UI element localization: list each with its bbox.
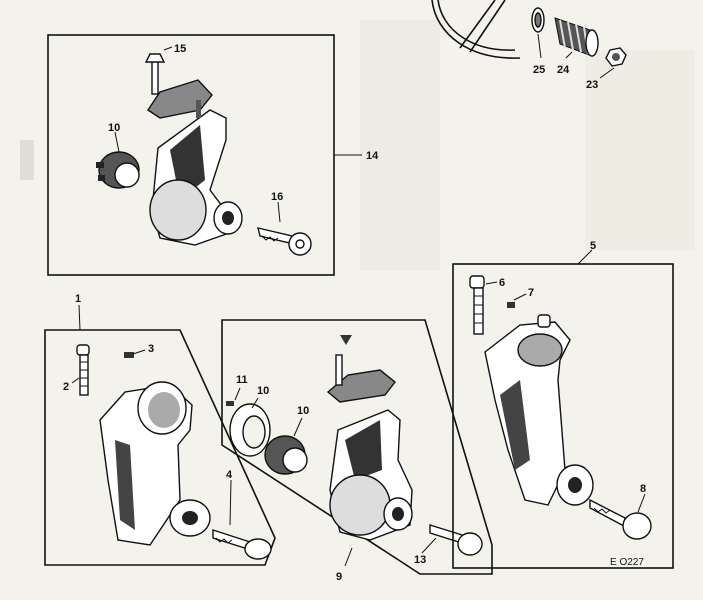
callout-11: 10 — [257, 385, 269, 397]
screw-icon — [124, 349, 146, 358]
bellows-icon — [554, 17, 599, 57]
key-icon-8 — [589, 498, 652, 540]
callout-7: 7 — [528, 287, 534, 299]
hex-nut-icon — [605, 47, 627, 67]
clamp-icon-mid — [326, 335, 396, 403]
housing-icon — [149, 109, 243, 246]
housing-icon-mid — [329, 409, 413, 541]
steering-wheel-icon — [431, 0, 521, 59]
background-bleed — [20, 20, 695, 270]
callout-24: 24 — [557, 64, 570, 76]
barrel-icon — [96, 151, 140, 189]
steering-wheel-group: 25 24 23 — [431, 0, 627, 91]
callout-2: 2 — [63, 381, 69, 393]
callout-5: 5 — [590, 240, 596, 252]
ring-icon — [531, 7, 545, 33]
drawing-code: E O227 — [610, 557, 644, 568]
callout-10-mid: 10 — [297, 405, 309, 417]
panel-14: 14 10 15 — [47, 34, 379, 276]
callout-6: 6 — [499, 277, 505, 289]
callout-9: 9 — [336, 571, 342, 583]
panel-5: 5 6 7 8 E O227 — [452, 240, 674, 569]
callout-15: 15 — [174, 43, 186, 55]
callout-12: 11 — [236, 374, 248, 386]
callout-13: 13 — [414, 554, 426, 566]
callout-10-top: 10 — [108, 122, 120, 134]
panel-1: 1 2 3 4 — [44, 293, 276, 566]
bolt-icon — [76, 344, 90, 396]
callout-23: 23 — [586, 79, 598, 91]
screw-icon-12 — [226, 401, 234, 406]
bolt-icon-6 — [469, 275, 485, 335]
callout-25: 25 — [533, 64, 545, 76]
panel-9: 9 10 11 10 — [221, 319, 493, 583]
key-icon-13 — [429, 524, 483, 556]
key-icon-4 — [212, 529, 272, 560]
grommet-icon — [229, 403, 271, 457]
callout-3: 3 — [148, 343, 154, 355]
callout-14: 14 — [366, 150, 379, 162]
callout-4: 4 — [226, 469, 233, 481]
housing-icon-right — [484, 314, 594, 506]
callout-8: 8 — [640, 483, 646, 495]
barrel-icon-10 — [264, 435, 308, 475]
callout-1: 1 — [75, 293, 81, 305]
housing-icon-large — [99, 381, 211, 546]
screw-icon-7 — [507, 302, 515, 308]
callout-16: 16 — [271, 191, 283, 203]
clamp-icon — [144, 53, 213, 119]
key-icon — [257, 227, 312, 256]
